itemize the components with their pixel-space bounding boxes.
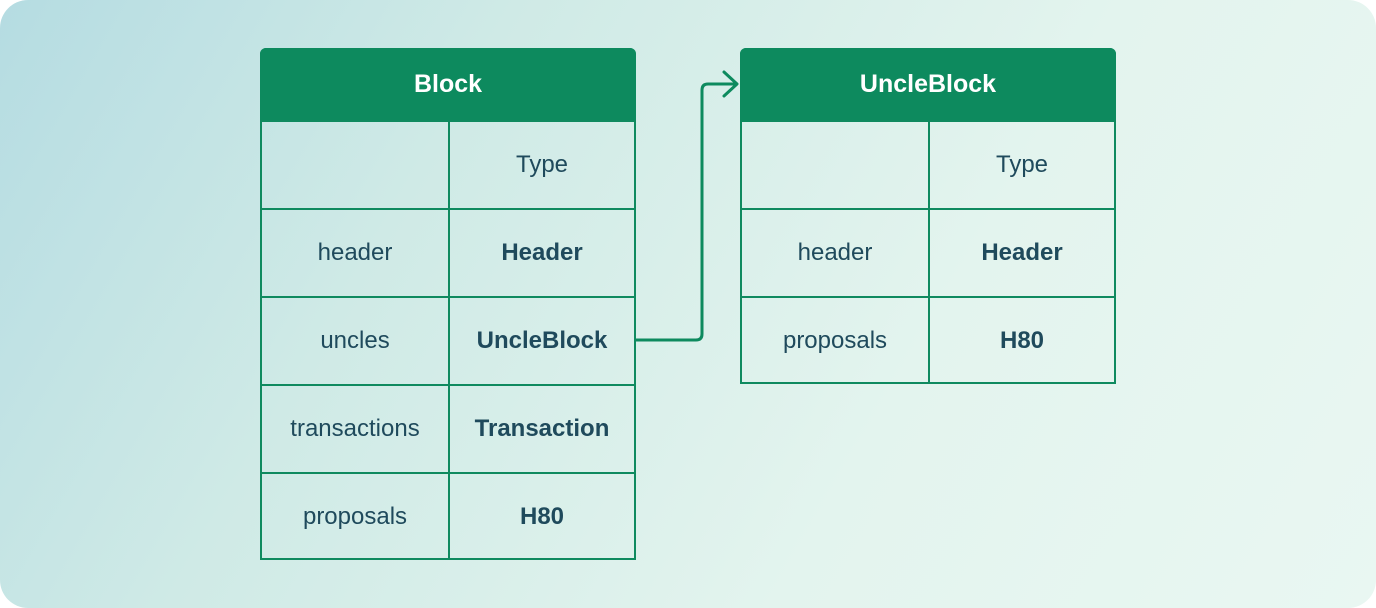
field-type: Header xyxy=(501,239,583,266)
field-name: header xyxy=(262,210,450,296)
table-row: transactions Transaction xyxy=(262,384,634,472)
table-row: header Header xyxy=(742,208,1114,296)
table-header-row: Type xyxy=(262,120,634,208)
field-type: Header xyxy=(981,239,1063,266)
field-column-header xyxy=(742,122,930,208)
type-column-header: Type xyxy=(995,151,1049,178)
field-column-header xyxy=(262,122,450,208)
field-name: header xyxy=(742,210,930,296)
field-type: Transaction xyxy=(474,415,610,442)
field-type: H80 xyxy=(519,503,565,530)
table-header-row: Type xyxy=(742,120,1114,208)
table-row: header Header xyxy=(262,208,634,296)
type-column-header: Type xyxy=(515,151,569,178)
arrowhead-icon xyxy=(722,70,739,98)
field-type: H80 xyxy=(999,327,1045,354)
block-table: Block Type header Header uncles UncleBlo… xyxy=(260,48,636,560)
field-name: proposals xyxy=(742,298,930,384)
field-name: proposals xyxy=(262,474,450,560)
field-name: transactions xyxy=(262,386,450,472)
connector-line xyxy=(636,82,736,342)
uncleblock-table-title: UncleBlock xyxy=(740,48,1116,120)
uncleblock-table: UncleBlock Type header Header proposals … xyxy=(740,48,1116,384)
table-row: proposals H80 xyxy=(262,472,634,560)
field-name: uncles xyxy=(262,298,450,384)
table-row: proposals H80 xyxy=(742,296,1114,384)
field-type: UncleBlock xyxy=(476,327,608,354)
table-row: uncles UncleBlock xyxy=(262,296,634,384)
block-table-title: Block xyxy=(260,48,636,120)
